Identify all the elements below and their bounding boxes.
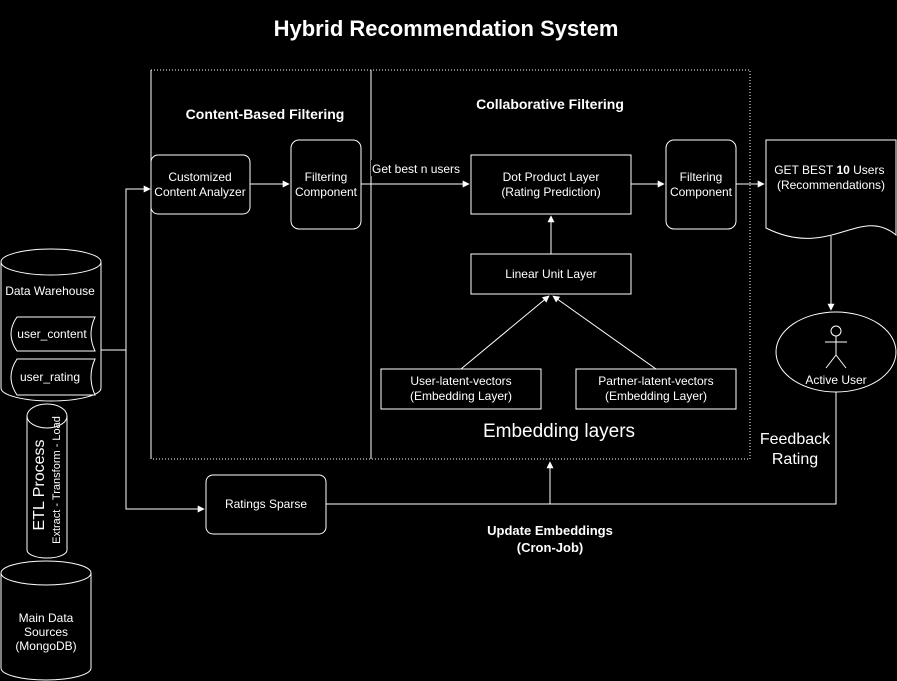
user-latent-label: User-latent-vectors(Embedding Layer) bbox=[410, 374, 512, 403]
data-warehouse-label: Data Warehouse bbox=[5, 284, 95, 298]
etl-process-label: ETL Process bbox=[31, 440, 48, 531]
dot-product-label: Dot Product Layer(Rating Prediction) bbox=[501, 170, 600, 199]
user-content-label: user_content bbox=[17, 327, 87, 341]
partner-latent-to-linear-edge bbox=[552, 295, 657, 370]
etl-process-pipe[interactable] bbox=[26, 403, 68, 559]
active-user-label: Active User bbox=[805, 373, 866, 387]
best-users-document[interactable] bbox=[765, 139, 897, 239]
etl-subtitle-label: Extract - Transform - Load bbox=[51, 416, 63, 544]
outer-container bbox=[150, 69, 751, 460]
content-based-heading: Content-Based Filtering bbox=[186, 106, 345, 122]
warehouse-to-ratings-edge bbox=[125, 350, 205, 513]
user-stick-figure-icon bbox=[825, 325, 847, 369]
linear-unit-label: Linear Unit Layer bbox=[505, 267, 596, 281]
embedding-layers-label: Embedding layers bbox=[483, 421, 635, 442]
user-content-store[interactable] bbox=[10, 316, 96, 352]
warehouse-to-analyzer-edge bbox=[101, 185, 151, 351]
get-best-label-bg bbox=[371, 160, 461, 176]
collaborative-heading: Collaborative Filtering bbox=[476, 96, 624, 112]
partner-latent-vectors-node[interactable] bbox=[575, 368, 737, 410]
main-data-sources-cylinder[interactable] bbox=[0, 560, 92, 681]
partner-latent-label: Partner-latent-vectors(Embedding Layer) bbox=[598, 374, 713, 403]
dot-product-layer[interactable] bbox=[470, 154, 632, 215]
user-latent-vectors-node[interactable] bbox=[380, 368, 542, 410]
user-rating-label: user_rating bbox=[20, 370, 80, 384]
update-embeddings-label: Update Embeddings(Cron-Job) bbox=[487, 523, 613, 555]
active-user-feedback-edge bbox=[326, 392, 837, 505]
diagram-title: Hybrid Recommendation System bbox=[274, 16, 619, 41]
linear-unit-layer[interactable] bbox=[470, 253, 632, 295]
user-latent-to-linear-edge bbox=[460, 295, 550, 370]
get-best-n-users-label: Get best n users bbox=[372, 162, 460, 176]
user-rating-store[interactable] bbox=[10, 358, 96, 396]
best-users-label: GET BEST 10 Users (Recommendations) bbox=[774, 163, 888, 192]
ratings-sparse-label: Ratings Sparse bbox=[225, 497, 307, 511]
